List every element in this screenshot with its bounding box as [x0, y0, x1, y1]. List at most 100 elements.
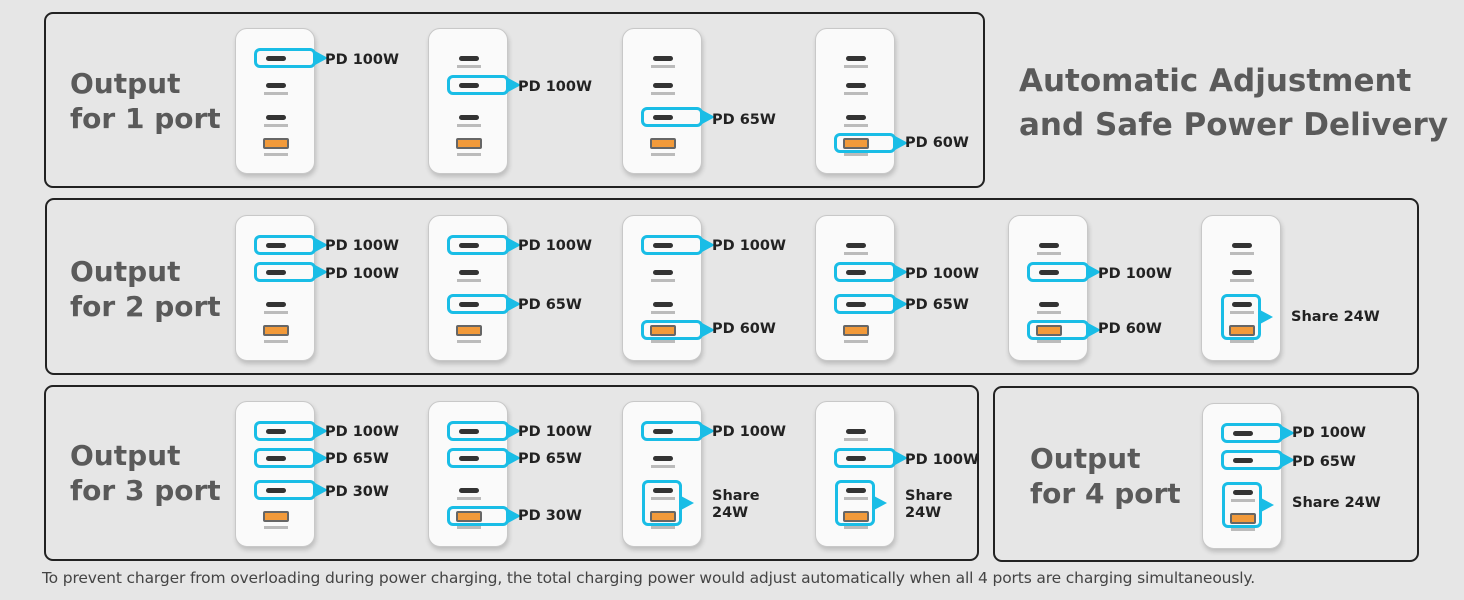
usb-a-port-icon — [456, 138, 482, 149]
port-label-mark — [844, 526, 868, 529]
port-highlight — [254, 421, 316, 441]
panel-4-title: Output for 4 port — [1030, 442, 1181, 510]
port-label-mark — [264, 153, 288, 156]
usb-c3-port-icon — [846, 302, 866, 307]
panel-3-port — [44, 385, 979, 561]
port-label-mark — [1230, 340, 1254, 343]
power-label: PD 100W — [325, 52, 399, 68]
panel-2-port — [45, 198, 1419, 375]
port-label-mark — [651, 526, 675, 529]
usb-c3-port-icon — [846, 115, 866, 120]
usb-c2-port-icon — [459, 83, 479, 88]
usb-a-port-icon — [650, 511, 676, 522]
usb-a-port-icon — [263, 325, 289, 336]
footer-note: To prevent charger from overloading duri… — [42, 569, 1255, 587]
arrow-right-icon — [681, 496, 694, 510]
power-label: PD 30W — [518, 508, 582, 524]
arrow-right-icon — [702, 110, 715, 124]
usb-c1-port-icon — [459, 56, 479, 61]
port-label-mark — [844, 438, 868, 441]
usb-c3-port-icon — [653, 488, 673, 493]
arrow-right-icon — [895, 297, 908, 311]
port-highlight — [1027, 262, 1089, 282]
port-label-mark — [844, 65, 868, 68]
port-label-mark — [1230, 279, 1254, 282]
port-label-mark — [651, 340, 675, 343]
usb-c2-port-icon — [846, 456, 866, 461]
port-label-mark — [1231, 528, 1255, 531]
port-highlight — [1027, 320, 1089, 340]
arrow-right-icon — [508, 297, 521, 311]
port-highlight — [641, 421, 703, 441]
port-highlight — [447, 75, 509, 95]
port-highlight — [254, 448, 316, 468]
usb-c3-port-icon — [1232, 302, 1252, 307]
usb-c3-port-icon — [266, 115, 286, 120]
usb-a-port-icon — [263, 511, 289, 522]
port-highlight — [1221, 423, 1283, 443]
arrow-right-icon — [315, 51, 328, 65]
power-label: PD 100W — [518, 424, 592, 440]
usb-c3-port-icon — [653, 302, 673, 307]
port-label-mark — [651, 465, 675, 468]
power-label: Share 24W — [712, 488, 760, 521]
usb-a-port-icon — [843, 138, 869, 149]
usb-c1-port-icon — [459, 243, 479, 248]
arrow-right-icon — [895, 451, 908, 465]
port-label-mark — [264, 311, 288, 314]
arrow-right-icon — [1261, 498, 1274, 512]
power-label: PD 100W — [1098, 266, 1172, 282]
port-highlight — [1221, 450, 1283, 470]
power-label: PD 100W — [712, 424, 786, 440]
charger-icon — [815, 215, 895, 361]
usb-a-port-icon — [843, 325, 869, 336]
panel-2-title: Output for 2 port — [70, 255, 221, 323]
port-label-mark — [264, 340, 288, 343]
power-label: PD 65W — [905, 297, 969, 313]
port-highlight — [447, 235, 509, 255]
port-highlight — [254, 235, 316, 255]
usb-c2-port-icon — [459, 270, 479, 275]
port-highlight — [641, 107, 703, 127]
charger-icon — [622, 215, 702, 361]
power-label: PD 65W — [518, 297, 582, 313]
usb-c1-port-icon — [846, 243, 866, 248]
port-highlight — [835, 480, 875, 526]
power-label: PD 30W — [325, 484, 389, 500]
port-highlight — [447, 448, 509, 468]
usb-c3-port-icon — [266, 488, 286, 493]
usb-c1-port-icon — [1233, 431, 1253, 436]
usb-c2-port-icon — [266, 456, 286, 461]
arrow-right-icon — [508, 238, 521, 252]
port-highlight — [447, 294, 509, 314]
usb-c1-port-icon — [653, 243, 673, 248]
usb-c1-port-icon — [459, 429, 479, 434]
power-label: PD 100W — [712, 238, 786, 254]
usb-c2-port-icon — [1232, 270, 1252, 275]
usb-a-port-icon — [263, 138, 289, 149]
usb-a-port-icon — [1036, 325, 1062, 336]
usb-c2-port-icon — [266, 270, 286, 275]
port-label-mark — [457, 124, 481, 127]
arrow-right-icon — [508, 451, 521, 465]
panel-3-title: Output for 3 port — [70, 439, 221, 507]
usb-c2-port-icon — [846, 83, 866, 88]
port-highlight — [254, 48, 316, 68]
arrow-right-icon — [315, 265, 328, 279]
port-highlight — [642, 480, 682, 526]
arrow-right-icon — [1282, 453, 1295, 467]
arrow-right-icon — [315, 451, 328, 465]
charger-icon — [235, 401, 315, 547]
port-highlight — [447, 506, 509, 526]
usb-c2-port-icon — [459, 456, 479, 461]
power-label: PD 100W — [518, 238, 592, 254]
power-label: Share 24W — [1291, 309, 1380, 325]
port-label-mark — [651, 497, 675, 500]
charger-icon — [428, 215, 508, 361]
port-highlight — [641, 320, 703, 340]
port-highlight — [254, 262, 316, 282]
port-label-mark — [264, 124, 288, 127]
power-label: PD 60W — [712, 321, 776, 337]
power-label: PD 100W — [1292, 425, 1366, 441]
charger-icon — [815, 401, 895, 547]
